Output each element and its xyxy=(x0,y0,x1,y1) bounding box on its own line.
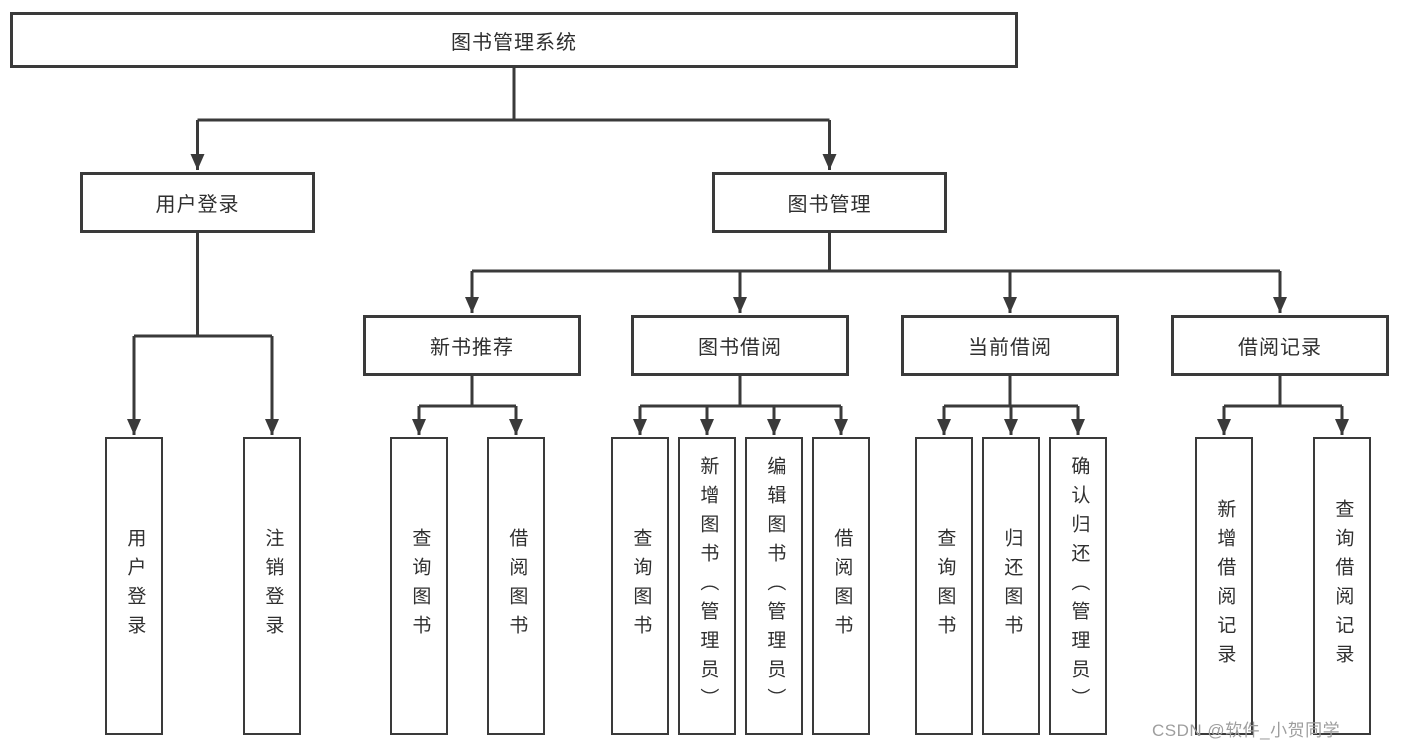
leaf-return-books: 归还图书 xyxy=(982,437,1040,735)
leaf-label: 查询图书 xyxy=(934,528,956,644)
node-new-book-recommend: 新书推荐 xyxy=(363,315,581,376)
leaf-label: 新增借阅记录 xyxy=(1214,499,1236,673)
node-label: 图书管理 xyxy=(787,194,872,216)
node-root-library-system: 图书管理系统 xyxy=(10,12,1018,68)
node-label: 借阅记录 xyxy=(1238,337,1322,359)
leaf-borrow-books-recommend: 借阅图书 xyxy=(487,437,545,735)
leaf-label: 新增图书（管理员） xyxy=(697,455,719,717)
leaf-add-borrow-record: 新增借阅记录 xyxy=(1195,437,1253,735)
leaf-label: 用户登录 xyxy=(124,528,146,644)
leaf-logout: 注销登录 xyxy=(243,437,301,735)
leaf-label: 借阅图书 xyxy=(831,528,853,644)
leaf-query-borrow-record: 查询借阅记录 xyxy=(1313,437,1371,735)
node-label: 图书管理系统 xyxy=(451,31,577,54)
csdn-watermark: CSDN @软件_小贺同学 xyxy=(1152,721,1341,740)
node-label: 新书推荐 xyxy=(430,337,514,359)
node-label: 用户登录 xyxy=(155,194,240,216)
leaf-add-book-admin: 新增图书（管理员） xyxy=(678,437,736,735)
leaf-edit-book-admin: 编辑图书（管理员） xyxy=(745,437,803,735)
node-user-login: 用户登录 xyxy=(80,172,315,233)
leaf-label: 注销登录 xyxy=(262,528,284,644)
leaf-label: 查询借阅记录 xyxy=(1332,499,1354,673)
leaf-borrow-books: 借阅图书 xyxy=(812,437,870,735)
leaf-label: 编辑图书（管理员） xyxy=(764,455,786,717)
node-label: 图书借阅 xyxy=(698,337,782,359)
leaf-confirm-return-admin: 确认归还（管理员） xyxy=(1049,437,1107,735)
node-book-borrow: 图书借阅 xyxy=(631,315,849,376)
leaf-query-books-recommend: 查询图书 xyxy=(390,437,448,735)
leaf-label: 查询图书 xyxy=(630,528,652,644)
leaf-query-books-current: 查询图书 xyxy=(915,437,973,735)
node-label: 当前借阅 xyxy=(968,337,1052,359)
node-book-management: 图书管理 xyxy=(712,172,947,233)
leaf-label: 查询图书 xyxy=(409,528,431,644)
leaf-user-login: 用户登录 xyxy=(105,437,163,735)
leaf-label: 借阅图书 xyxy=(506,528,528,644)
node-borrow-records: 借阅记录 xyxy=(1171,315,1389,376)
leaf-label: 归还图书 xyxy=(1001,528,1023,644)
node-current-borrow: 当前借阅 xyxy=(901,315,1119,376)
leaf-label: 确认归还（管理员） xyxy=(1068,455,1090,717)
leaf-query-books-borrow: 查询图书 xyxy=(611,437,669,735)
